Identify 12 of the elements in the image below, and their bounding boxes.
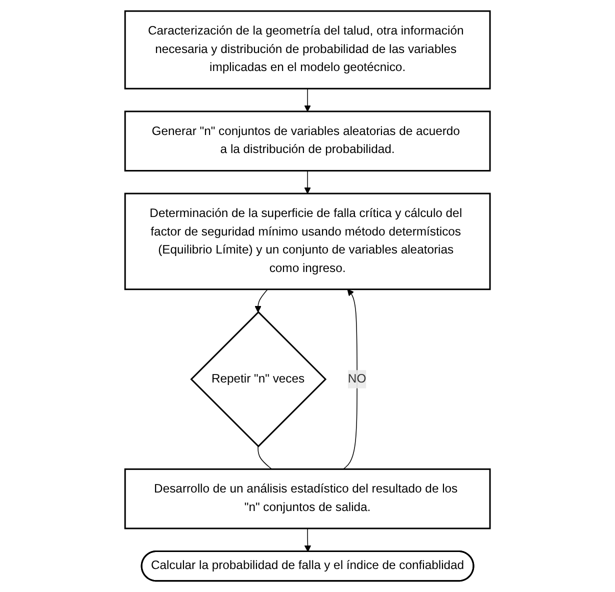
edge-label: NO [348,372,366,386]
node-box: Determinación de la superficie de falla crítica y cálculo del factor de seguridad mínimo usando método determísticos (Equilibrio Límite) y un conjunto de variables aleatorias como ingreso. [124,192,491,290]
arrow [304,170,311,194]
arrow [254,288,268,312]
arrow [304,528,312,552]
arrow [304,88,311,112]
node-diamond: Repetir "n" veces [190,311,327,448]
connector [258,446,272,470]
arrow [342,289,358,470]
node-box: Desarrollo de un análisis estadístico del resultado de los "n" conjuntos de salida. [124,468,491,530]
node-box: Generar "n" conjuntos de variables aleatorias de acuerdo a la distribución de probabilidad. [124,110,491,172]
node-box: Caracterización de la geometría del talud, otra información necesaria y distribución de probabilidad de las variables implicadas en el modelo geotécnico. [124,10,491,90]
